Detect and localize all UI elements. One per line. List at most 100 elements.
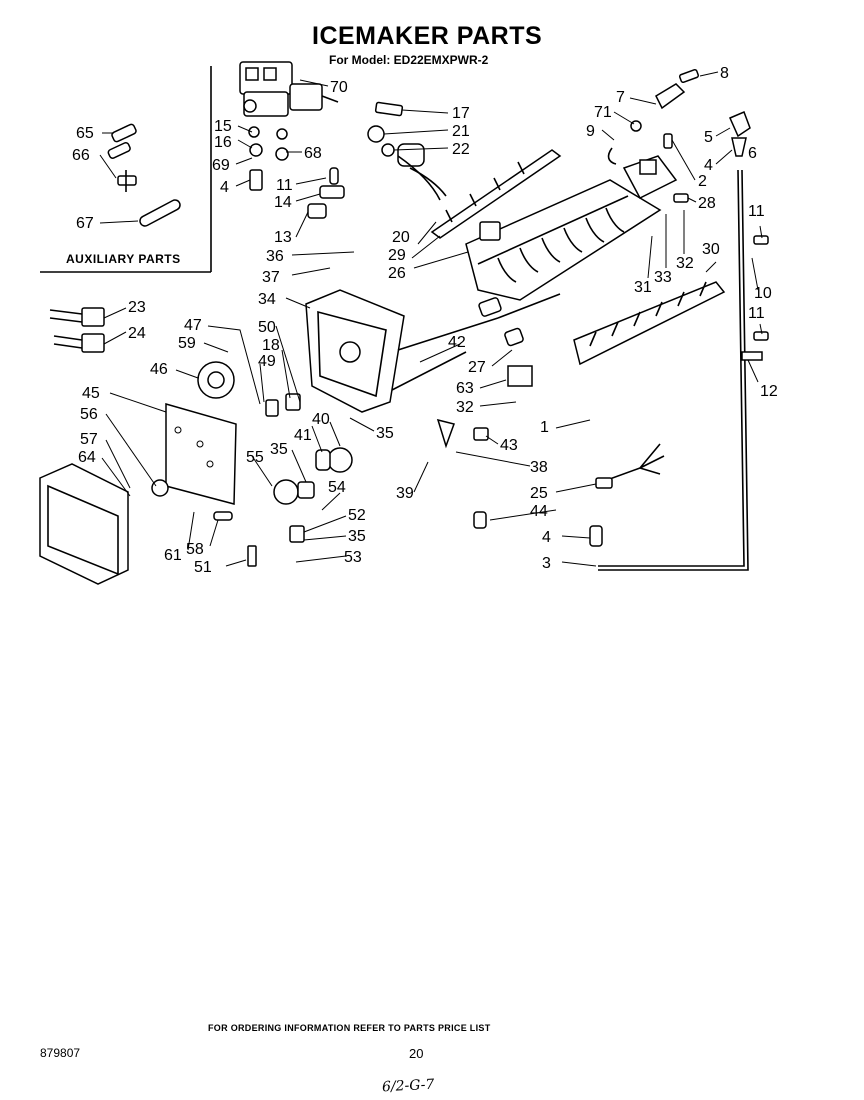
callout-67: 67	[76, 215, 94, 232]
callout-18: 18	[262, 337, 280, 354]
callout-46: 46	[150, 361, 168, 378]
callout-4-left: 4	[220, 179, 229, 196]
callout-54: 54	[328, 479, 346, 496]
callout-16: 16	[214, 134, 232, 151]
ice-mold	[465, 179, 662, 301]
leader-lines	[99, 71, 763, 567]
callout-52: 52	[348, 507, 366, 524]
callout-29: 29	[388, 247, 406, 264]
water-valve-assembly	[239, 61, 339, 117]
gear-parts	[151, 293, 665, 567]
callout-40: 40	[312, 411, 330, 428]
callout-23: 23	[128, 299, 146, 316]
callout-63: 63	[456, 380, 474, 397]
auxiliary-part-66-fitting	[117, 170, 137, 192]
callout-53: 53	[344, 549, 362, 566]
callout-20: 20	[392, 229, 410, 246]
auxiliary-parts-frame	[40, 66, 212, 273]
callout-68: 68	[304, 145, 322, 162]
page-number: 20	[409, 1046, 424, 1061]
callout-15: 15	[214, 118, 232, 135]
callout-11-right-a: 11	[748, 203, 765, 220]
callout-30: 30	[702, 241, 720, 258]
callout-44: 44	[530, 503, 548, 520]
callout-21: 21	[452, 123, 470, 140]
ejector-shaft	[430, 149, 562, 239]
model-subtitle: For Model: ED22EMXPWR-2	[329, 53, 489, 67]
callout-57: 57	[80, 431, 98, 448]
callout-64: 64	[78, 449, 96, 466]
page-title: ICEMAKER PARTS	[312, 22, 543, 50]
callout-24: 24	[128, 325, 146, 342]
callout-8: 8	[720, 65, 729, 82]
callout-3: 3	[542, 555, 551, 572]
callout-11-top: 11	[276, 177, 293, 194]
callout-22: 22	[452, 141, 470, 158]
auxiliary-part-67-tube	[139, 199, 181, 227]
callout-32-mid: 32	[456, 399, 474, 416]
module-housing	[305, 289, 405, 413]
callout-9: 9	[586, 123, 595, 140]
callout-39: 39	[396, 485, 414, 502]
callout-4-right: 4	[704, 157, 713, 174]
callout-32-top: 32	[676, 255, 694, 272]
callout-66: 66	[72, 147, 90, 164]
motor	[197, 361, 235, 399]
callout-28: 28	[698, 195, 716, 212]
ordering-info-footer: FOR ORDERING INFORMATION REFER TO PARTS …	[208, 1024, 491, 1033]
callout-2: 2	[698, 173, 707, 190]
auxiliary-part-65-connector	[107, 123, 137, 159]
callout-58: 58	[186, 541, 204, 558]
front-cover	[39, 463, 129, 585]
callout-labels: 70 17 21 22 15 16 69 68 4 11 14 13 65 66…	[72, 65, 778, 576]
callout-65: 65	[76, 125, 94, 142]
callout-11-right-b: 11	[748, 305, 765, 322]
callout-33: 33	[654, 269, 672, 286]
callout-56: 56	[80, 406, 98, 423]
callout-1: 1	[540, 419, 549, 436]
callout-37: 37	[262, 269, 280, 286]
callout-51: 51	[194, 559, 212, 576]
callout-35-b: 35	[270, 441, 288, 458]
callout-12: 12	[760, 383, 778, 400]
callout-49: 49	[258, 353, 276, 370]
fill-tube	[598, 169, 749, 571]
callout-26: 26	[388, 265, 406, 282]
auxiliary-parts-label: AUXILIARY PARTS	[66, 252, 181, 266]
callout-25: 25	[530, 485, 548, 502]
callout-4-bottom: 4	[542, 529, 551, 546]
callout-38: 38	[530, 459, 548, 476]
callout-17: 17	[452, 105, 470, 122]
document-number: 879807	[40, 1046, 81, 1060]
callout-14: 14	[274, 194, 292, 211]
callout-61: 61	[164, 547, 182, 564]
callout-41: 41	[294, 427, 312, 444]
callout-45: 45	[82, 385, 100, 402]
callout-13: 13	[274, 229, 292, 246]
callout-43: 43	[500, 437, 518, 454]
callout-5: 5	[704, 129, 713, 146]
callout-42: 42	[448, 334, 466, 351]
right-hardware	[630, 68, 769, 361]
callout-47: 47	[184, 317, 202, 334]
callout-70: 70	[330, 79, 348, 96]
callout-35-c: 35	[348, 528, 366, 545]
callout-27: 27	[468, 359, 486, 376]
callout-7: 7	[616, 89, 625, 106]
callout-55: 55	[246, 449, 264, 466]
callout-6: 6	[748, 145, 757, 162]
callout-35-a: 35	[376, 425, 394, 442]
fill-cup	[607, 147, 678, 199]
callout-10: 10	[754, 285, 772, 302]
stripper	[573, 281, 726, 366]
mounting-plate	[165, 403, 237, 505]
wire-harness-23-24	[49, 307, 105, 353]
callout-36: 36	[266, 248, 284, 265]
callout-69: 69	[212, 157, 230, 174]
callout-31: 31	[634, 279, 652, 296]
callout-71: 71	[594, 104, 612, 121]
callout-34: 34	[258, 291, 276, 308]
callout-50: 50	[258, 319, 276, 336]
